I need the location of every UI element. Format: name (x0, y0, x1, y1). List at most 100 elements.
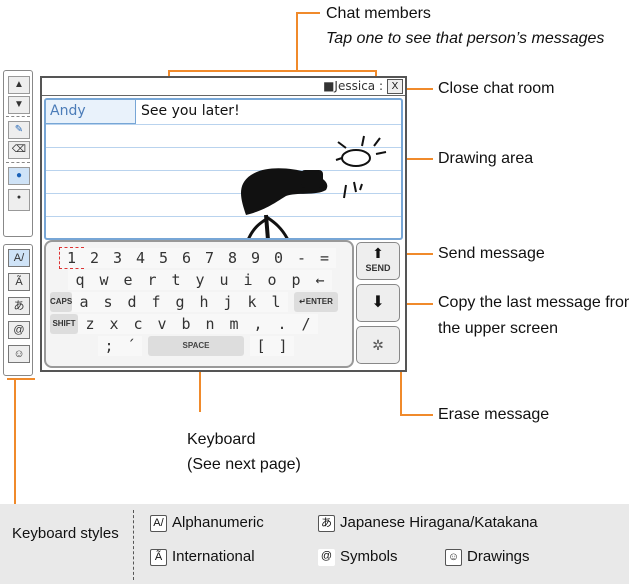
letter-key[interactable]: v (150, 314, 174, 334)
letter-key[interactable]: s (96, 292, 120, 312)
callout-keyboard-sub: (See next page) (187, 456, 301, 473)
legend-alphanumeric: A/Alphanumeric (150, 514, 264, 532)
doodle-drawing (241, 135, 387, 238)
letter-key[interactable]: t (164, 270, 188, 290)
callout-keyboard: Keyboard (187, 431, 256, 448)
close-chat-room-button[interactable]: X (387, 79, 403, 94)
erase-icon: ✲ (372, 337, 384, 353)
letter-key[interactable]: g (168, 292, 192, 312)
callout-copy-message-line1: Copy the last message from (438, 294, 629, 311)
pencil-icon[interactable]: ✎ (8, 121, 30, 139)
letter-key[interactable]: r (140, 270, 164, 290)
letter-key[interactable]: , (246, 314, 270, 334)
callout-erase-message: Erase message (438, 406, 550, 423)
letter-key[interactable]: j (216, 292, 240, 312)
copy-message-button[interactable]: ⬇ (356, 284, 400, 322)
number-key[interactable]: 4 (129, 248, 152, 268)
callout-copy-message-line2: the upper screen (438, 320, 559, 337)
letter-key[interactable]: p (284, 270, 308, 290)
chat-members-bar: ■Jessica : X (42, 78, 405, 96)
letter-key[interactable]: e (116, 270, 140, 290)
number-key[interactable]: - (290, 248, 313, 268)
scroll-up-icon[interactable]: ▲ (8, 76, 30, 94)
japanese-style-icon[interactable]: あ (8, 297, 30, 315)
symbols-style-icon[interactable]: @ (8, 321, 30, 339)
number-key[interactable]: 3 (106, 248, 129, 268)
thin-brush-icon[interactable]: ● (8, 189, 30, 211)
enter-key[interactable]: ↵ENTER (294, 292, 338, 312)
letter-key[interactable]: k (240, 292, 264, 312)
number-key[interactable]: 2 (83, 248, 106, 268)
message-text: See you later! (141, 103, 240, 119)
international-icon: Ã (150, 548, 167, 566)
letter-key[interactable]: ← (308, 270, 332, 290)
letter-key[interactable]: d (120, 292, 144, 312)
legend-drawings: ☺Drawings (445, 548, 530, 566)
space-key[interactable]: SPACE (148, 336, 244, 356)
number-key[interactable]: 1 (59, 247, 84, 269)
letter-key[interactable]: z (78, 314, 102, 334)
send-label: SEND (365, 263, 391, 273)
callout-close-chat-room: Close chat room (438, 80, 555, 97)
letter-key[interactable]: f (144, 292, 168, 312)
letter-key[interactable]: m (222, 314, 246, 334)
drawings-style-icon[interactable]: ☺ (8, 345, 30, 363)
symbol-key[interactable]: ] (272, 336, 294, 356)
international-style-icon[interactable]: Ã (8, 273, 30, 291)
letter-key[interactable]: o (260, 270, 284, 290)
thick-brush-icon[interactable]: ● (8, 167, 30, 185)
symbol-key[interactable]: ; (98, 336, 120, 356)
shift-key[interactable]: SHIFT (50, 314, 78, 334)
letter-key[interactable]: u (212, 270, 236, 290)
sender-name: Andy (46, 100, 136, 124)
letter-key[interactable]: / (294, 314, 318, 334)
number-key[interactable]: 7 (198, 248, 221, 268)
callout-chat-members: Chat members (326, 5, 431, 22)
number-key[interactable]: 6 (175, 248, 198, 268)
callout-chat-members-sub: Tap one to see that person’s messages (326, 30, 605, 47)
alphanumeric-icon: A/ (150, 514, 167, 532)
drawings-icon: ☺ (445, 548, 462, 566)
letter-key[interactable]: . (270, 314, 294, 334)
number-key[interactable]: 9 (244, 248, 267, 268)
callout-drawing-area: Drawing area (438, 150, 534, 167)
letter-key[interactable]: a (72, 292, 96, 312)
letter-key[interactable]: w (92, 270, 116, 290)
letter-key[interactable]: n (198, 314, 222, 334)
legend-title: Keyboard styles (12, 525, 119, 542)
letter-key[interactable]: q (68, 270, 92, 290)
close-icon: X (391, 81, 399, 92)
letter-key[interactable]: l (264, 292, 288, 312)
erase-message-button[interactable]: ✲ (356, 326, 400, 364)
keyboard-style-selector: A/ Ã あ @ ☺ (3, 244, 33, 376)
letter-key[interactable]: x (102, 314, 126, 334)
letter-key[interactable]: i (236, 270, 260, 290)
letter-key[interactable]: y (188, 270, 212, 290)
symbol-key[interactable]: [ (250, 336, 272, 356)
send-arrow-icon: ⬆ (372, 245, 384, 261)
eraser-icon[interactable]: ⌫ (8, 141, 30, 159)
japanese-icon: あ (318, 514, 335, 532)
drawing-area[interactable]: Andy See you later! (44, 98, 403, 240)
symbol-key[interactable]: ´ (120, 336, 142, 356)
alphanumeric-style-icon[interactable]: A/ (8, 249, 30, 267)
letter-key[interactable]: c (126, 314, 150, 334)
number-key[interactable]: = (313, 248, 336, 268)
scroll-down-icon[interactable]: ▼ (8, 96, 30, 114)
send-message-button[interactable]: ⬆ SEND (356, 242, 400, 280)
caps-key[interactable]: CAPS (50, 292, 72, 312)
number-key[interactable]: 5 (152, 248, 175, 268)
drawing-toolbar: ▲ ▼ ✎ ⌫ ● ● (3, 70, 33, 237)
number-key[interactable]: 0 (267, 248, 290, 268)
legend-symbols: @Symbols (318, 548, 398, 566)
chat-member-jessica[interactable]: ■Jessica : (323, 79, 383, 93)
symbols-icon: @ (318, 548, 335, 566)
copy-arrow-down-icon: ⬇ (371, 294, 385, 311)
letter-key[interactable]: b (174, 314, 198, 334)
letter-key[interactable]: h (192, 292, 216, 312)
number-key[interactable]: 8 (221, 248, 244, 268)
